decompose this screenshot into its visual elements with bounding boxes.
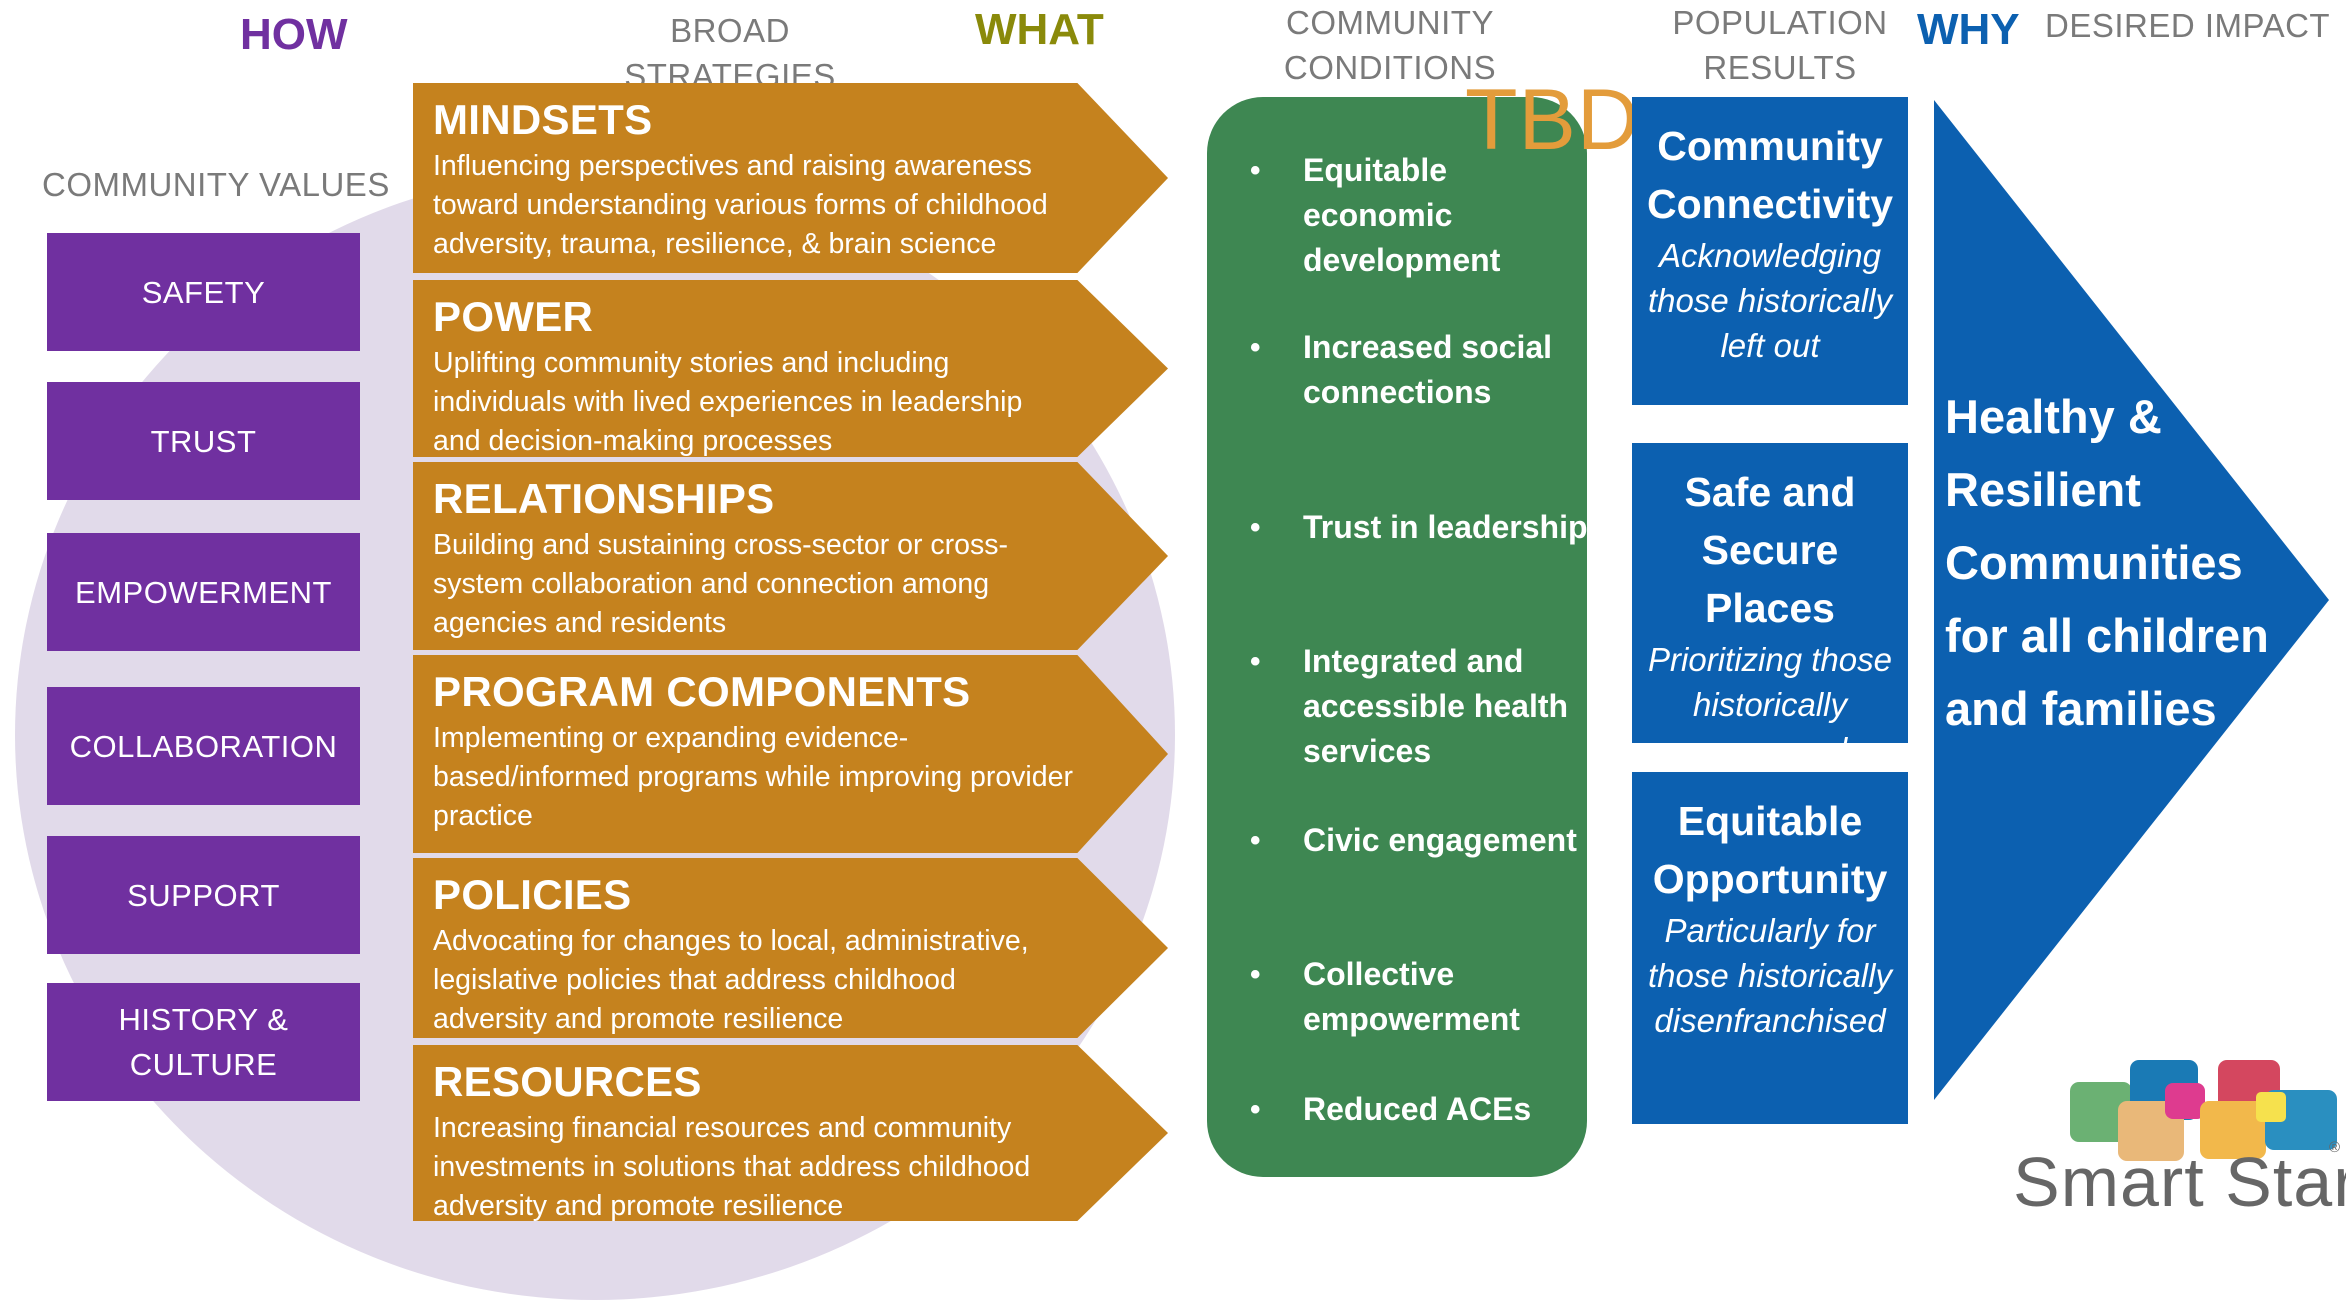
- result-equitable-opportunity: Equitable Opportunity Particularly for t…: [1632, 772, 1908, 1124]
- value-label-line1: TRUST: [150, 423, 257, 459]
- header-community-values: COMMUNITY VALUES: [42, 166, 390, 203]
- value-support: SUPPORT: [47, 836, 360, 954]
- condition-text: Equitable economic development: [1303, 152, 1501, 278]
- value-label-line1: COLLABORATION: [69, 728, 338, 764]
- strategy-title: POWER: [433, 293, 594, 340]
- value-trust: TRUST: [47, 382, 360, 500]
- result-safe-secure-places: Safe and Secure Places Prioritizing thos…: [1632, 443, 1908, 743]
- result-community-connectivity: Community Connectivity Acknowledging tho…: [1632, 97, 1908, 405]
- value-history-culture: HISTORY & CULTURE: [47, 983, 360, 1101]
- header-what: WHAT: [975, 5, 1104, 54]
- impact-line: Healthy &: [1945, 390, 2162, 443]
- header-population-results-line1: POPULATION: [1672, 4, 1888, 41]
- result-description: Particularly for those historically dise…: [1648, 912, 1892, 1039]
- strategy-program-components: PROGRAM COMPONENTS Implementing or expan…: [413, 655, 1168, 853]
- impact-arrow: [1934, 100, 2329, 1100]
- registered-mark: ®: [2329, 1139, 2341, 1156]
- bullet-icon: •: [1250, 645, 1261, 678]
- bullet-icon: •: [1250, 154, 1261, 187]
- condition-text: Civic engagement: [1303, 822, 1577, 858]
- header-population-results-line2: RESULTS: [1703, 49, 1857, 86]
- value-label-line2: CULTURE: [129, 1047, 278, 1082]
- strategy-title: RELATIONSHIPS: [433, 475, 775, 522]
- bullet-icon: •: [1250, 511, 1261, 544]
- smart-start-logo-icon: [2070, 1060, 2337, 1161]
- condition-text: Integrated and accessible health service…: [1303, 643, 1569, 769]
- bullet-icon: •: [1250, 958, 1261, 991]
- logo-square-yellow: [2256, 1092, 2286, 1122]
- header-community-conditions-line1: COMMUNITY: [1286, 4, 1494, 41]
- condition-text: Increased social connections: [1303, 329, 1553, 410]
- result-title: Equitable Opportunity: [1652, 798, 1888, 902]
- strategy-resources: RESOURCES Increasing financial resources…: [413, 1045, 1168, 1221]
- logo-square-green: [2070, 1082, 2132, 1142]
- header-how: HOW: [240, 10, 348, 59]
- strategy-title: MINDSETS: [433, 96, 653, 143]
- header-population-results: POPULATION RESULTS: [1650, 0, 1910, 90]
- strategy-title: POLICIES: [433, 871, 632, 918]
- strategy-description: Advocating for changes to local, adminis…: [433, 925, 1029, 1035]
- value-label-line1: SUPPORT: [127, 877, 280, 913]
- strategy-relationships: RELATIONSHIPS Building and sustaining cr…: [413, 462, 1168, 650]
- strategy-title: RESOURCES: [433, 1058, 702, 1105]
- condition-text: Collective empowerment: [1303, 956, 1520, 1037]
- value-label-line1: SAFETY: [141, 274, 266, 310]
- logo-square-amber: [2200, 1101, 2266, 1159]
- strategy-mindsets: MINDSETS Influencing perspectives and ra…: [413, 83, 1168, 273]
- impact-line: Communities: [1945, 536, 2243, 589]
- result-title: Safe and Secure Places: [1684, 469, 1856, 631]
- value-empowerment: EMPOWERMENT: [47, 533, 360, 651]
- strategy-description: Increasing financial resources and commu…: [433, 1112, 1031, 1221]
- condition-text: Reduced ACEs: [1303, 1091, 1532, 1127]
- impact-text: Healthy & Resilient Communities for all …: [1945, 380, 2315, 745]
- smart-start-logo-text: Smart Start: [2013, 1143, 2346, 1221]
- header-desired-impact: DESIRED IMPACT: [2045, 7, 2331, 44]
- impact-line: and families: [1945, 682, 2217, 735]
- bullet-icon: •: [1250, 824, 1261, 857]
- header-why: WHY: [1917, 5, 2020, 54]
- tbd-label: TBD: [1465, 72, 1640, 168]
- strategy-description: Uplifting community stories and includin…: [433, 347, 1023, 457]
- header-community-conditions-line2: CONDITIONS: [1283, 49, 1497, 86]
- community-conditions-panel: [1207, 97, 1587, 1177]
- result-title: Community Connectivity: [1646, 123, 1894, 227]
- impact-line: for all children: [1945, 609, 2269, 662]
- value-safety: SAFETY: [47, 233, 360, 351]
- strategy-power: POWER Uplifting community stories and in…: [413, 280, 1168, 457]
- strategy-policies: POLICIES Advocating for changes to local…: [413, 858, 1168, 1038]
- result-description: Prioritizing those historically oppresse…: [1648, 641, 1892, 743]
- strategy-description: Building and sustaining cross-sector or …: [433, 529, 1008, 639]
- condition-text: Trust in leadership: [1303, 509, 1588, 545]
- value-label-line1: EMPOWERMENT: [75, 574, 332, 610]
- logo-square-magenta: [2165, 1083, 2205, 1119]
- value-label-line1: HISTORY &: [118, 1002, 289, 1037]
- strategy-title: PROGRAM COMPONENTS: [433, 668, 971, 715]
- header-community-conditions: COMMUNITY CONDITIONS: [1240, 0, 1540, 90]
- bullet-icon: •: [1250, 331, 1261, 364]
- strategy-description: Implementing or expanding evidence-based…: [433, 722, 1073, 832]
- value-collaboration: COLLABORATION: [47, 687, 360, 805]
- strategy-description: Influencing perspectives and raising awa…: [433, 150, 1048, 260]
- impact-line: Resilient: [1945, 463, 2141, 516]
- bullet-icon: •: [1250, 1093, 1261, 1126]
- result-description: Acknowledging those historically left ou…: [1648, 237, 1892, 364]
- impact-arrow-shape: [1934, 100, 2329, 1100]
